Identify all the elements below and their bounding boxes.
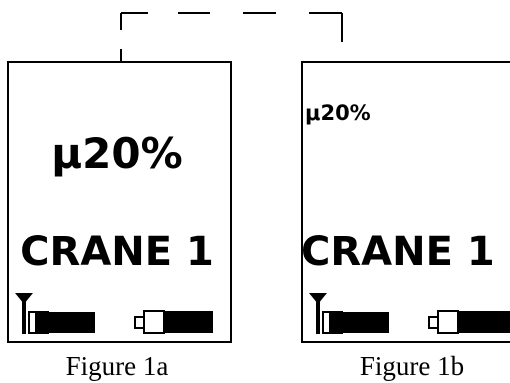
reading-text: μ20%	[51, 129, 182, 178]
display-frame	[301, 61, 510, 343]
figure-caption: Figure 1b	[360, 351, 464, 381]
display-frame	[7, 61, 232, 343]
antenna-icon	[15, 293, 49, 334]
display-figure-1a: μ20% CRANE 1 Figure 1a	[7, 61, 232, 381]
signal-bar	[46, 312, 95, 333]
crane-name: CRANE 1	[301, 229, 495, 275]
figure-caption: Figure 1a	[66, 351, 169, 381]
battery-icon	[428, 310, 510, 334]
signal-bar	[340, 312, 389, 333]
crane-name: CRANE 1	[20, 229, 214, 275]
connector-bracket	[120, 12, 343, 90]
battery-icon	[134, 310, 213, 334]
reading-text: μ20%	[305, 101, 371, 125]
display-figure-1b: μ20% CRANE 1 Figure 1b	[301, 61, 510, 381]
